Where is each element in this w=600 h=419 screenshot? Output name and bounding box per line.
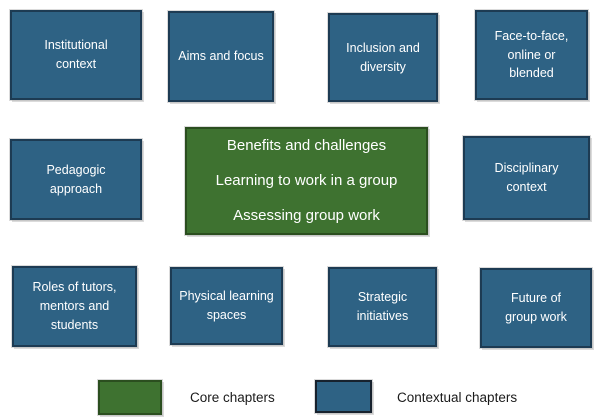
legend-core-label: Core chapters xyxy=(190,390,275,405)
box-roles-tutors-mentors-students: Roles of tutors, mentors and students xyxy=(12,266,137,347)
box-strategic-initiatives: Strategic initiatives xyxy=(328,267,437,347)
core-line-learning-to-work: Learning to work in a group xyxy=(215,172,398,189)
box-physical-learning-spaces: Physical learning spaces xyxy=(170,267,283,345)
box-face-to-face-online-blended: Face-to-face, online or blended xyxy=(475,10,588,100)
box-inclusion-and-diversity: Inclusion and diversity xyxy=(328,13,438,102)
box-core-chapters: Benefits and challenges Learning to work… xyxy=(185,127,428,235)
box-institutional-context: Institutional context xyxy=(10,10,142,100)
legend-contextual-swatch xyxy=(315,380,372,413)
legend-core-swatch xyxy=(98,380,162,415)
box-pedagogic-approach: Pedagogic approach xyxy=(10,139,142,220)
core-line-benefits-challenges: Benefits and challenges xyxy=(226,137,387,154)
box-aims-and-focus: Aims and focus xyxy=(168,11,274,102)
core-line-assessing-group-work: Assessing group work xyxy=(233,207,380,224)
box-future-of-group-work: Future of group work xyxy=(480,268,592,348)
legend-contextual-label: Contextual chapters xyxy=(397,390,518,405)
box-disciplinary-context: Disciplinary context xyxy=(463,136,590,220)
